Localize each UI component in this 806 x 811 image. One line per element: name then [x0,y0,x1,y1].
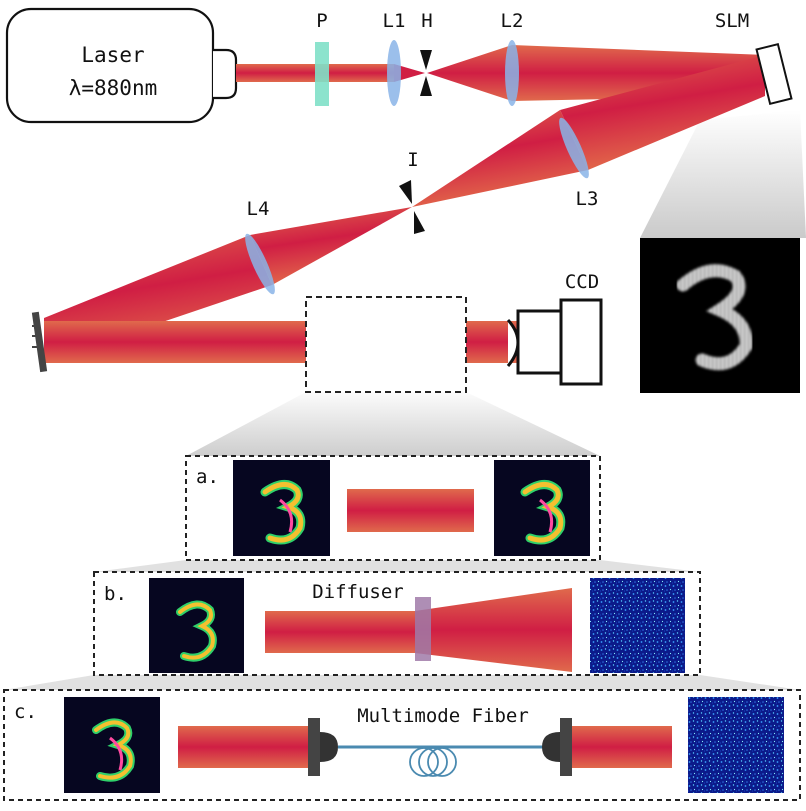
lens-l4 [245,233,275,295]
panel-c-beam-in [178,726,310,768]
beam-slm-to-l3 [560,55,765,170]
lens-l1 [387,40,401,106]
polarizer-label: P [316,10,327,32]
iris-label: I [407,149,418,171]
lens-l3 [559,117,589,179]
panel-b-speckle [590,578,685,673]
panel-c-speckle [688,697,784,793]
zoom-cone-a [186,392,600,456]
panel-a-beam [347,489,474,532]
fiber-coupler-left [308,718,338,776]
laser-name: Laser [81,43,144,67]
ccd-camera [506,298,603,386]
ccd-label: CCD [565,271,599,293]
beam-mirror-to-box [44,321,306,363]
beam-l1-focus [394,64,425,82]
slm-zoom-cone [640,110,806,238]
panel-b-input-digit [149,578,244,673]
laser-source: Laser λ=880nm [5,7,238,124]
panel-b-tag: b. [104,583,127,605]
lens-l3-label: L3 [576,188,599,210]
sample-region [305,296,467,393]
panel-c-beam-out [572,726,672,768]
pinhole-bottom [420,76,432,96]
panel-a-input-digit [233,460,330,556]
panel-c-tag: c. [14,701,37,723]
panel-c-input-digit [64,697,160,793]
lens-l2-label: L2 [501,10,524,32]
pinhole-label: H [421,10,432,32]
slm [755,42,793,106]
slm-pattern-image [640,238,800,393]
panel-a-output-digit [494,460,590,556]
mirror [31,311,48,373]
polarizer [315,42,329,106]
lens-l2 [505,40,519,106]
laser-wavelength: λ=880nm [69,76,158,100]
iris-bottom [414,211,425,234]
fiber-label: Multimode Fiber [357,705,529,727]
beam-iris-to-l4 [250,207,412,285]
slm-label: SLM [715,10,749,32]
diffuser [415,597,431,661]
beam-l3-to-iris [412,110,588,207]
zoom-cone-b [94,560,700,572]
multimode-fiber [338,745,548,777]
pinhole-top [420,50,432,70]
panel-b-beam-scattered [415,588,572,672]
lens-l1-label: L1 [383,10,406,32]
fiber-coupler-right [542,718,572,776]
panel-b-beam-in [265,611,415,653]
zoom-cone-c [4,675,800,690]
iris-top [399,180,412,204]
panel-a-tag: a. [196,466,219,488]
diffuser-label: Diffuser [312,581,404,603]
lens-l4-label: L4 [247,198,270,220]
